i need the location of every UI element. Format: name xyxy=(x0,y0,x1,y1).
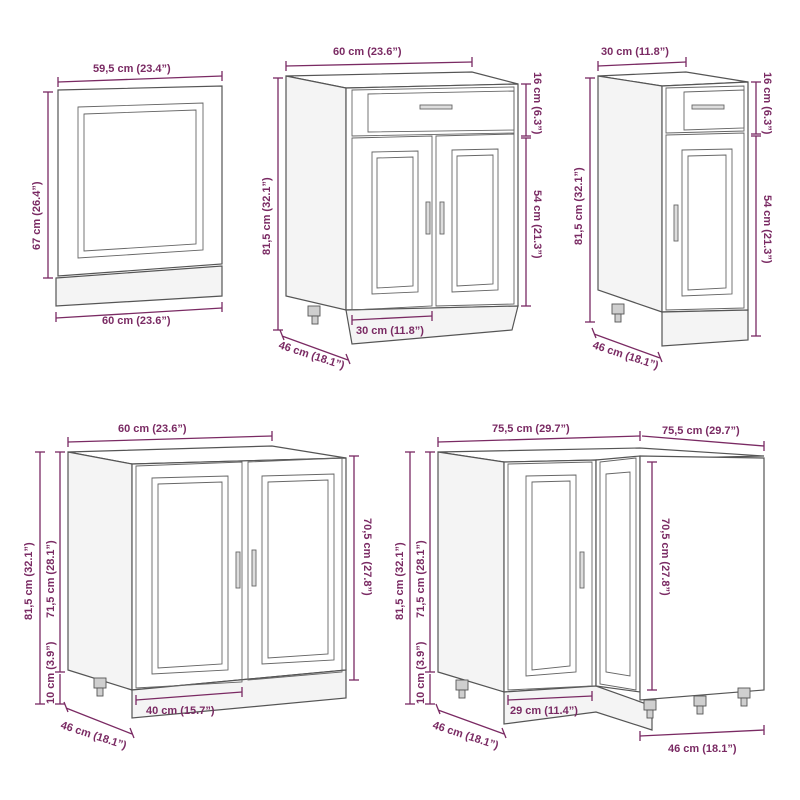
corner-body-label: 71,5 cm (28.1”) xyxy=(415,540,427,618)
narrow-door-height-label: 54 cm (21.3”) xyxy=(761,195,773,264)
oven-width-bottom-label: 60 cm (23.6”) xyxy=(102,315,171,327)
sink-door-width-label: 40 cm (15.7”) xyxy=(146,705,215,717)
drawer-base-width-label: 60 cm (23.6”) xyxy=(333,46,402,58)
narrow-base-cabinet xyxy=(597,71,749,347)
narrow-height-label: 81,5 cm (32.1”) xyxy=(573,167,585,245)
drawer-base-height-label: 81,5 cm (32.1”) xyxy=(261,177,273,255)
sink-plinth-label: 10 cm (3.9”) xyxy=(45,641,57,704)
drawer-base-drawer-label: 16 cm (6.3”) xyxy=(531,72,543,135)
oven-height-label: 67 cm (26.4”) xyxy=(31,181,43,250)
oven-dimensions: 59,5 cm (23.4”) 67 cm (26.4”) 60 cm (23.… xyxy=(31,63,223,327)
narrow-drawer-label: 16 cm (6.3”) xyxy=(761,72,773,135)
sink-depth-label: 46 cm (18.1”) xyxy=(59,719,128,752)
corner-depth-left-label: 46 cm (18.1”) xyxy=(431,719,500,752)
corner-width-right-label: 75,5 cm (29.7”) xyxy=(662,425,740,437)
corner-depth-right-label: 46 cm (18.1”) xyxy=(668,743,737,755)
sink-base-cabinet xyxy=(67,445,347,719)
corner-door-height-label: 70,5 cm (27.8”) xyxy=(659,518,671,596)
oven-front-panel xyxy=(55,85,223,307)
drawer-base-door-height-label: 54 cm (21.3”) xyxy=(531,190,543,259)
sink-height-label: 81,5 cm (32.1”) xyxy=(23,542,35,620)
corner-plinth-label: 10 cm (3.9”) xyxy=(415,641,427,704)
sink-body-label: 71,5 cm (28.1”) xyxy=(45,540,57,618)
corner-base-dimensions: 75,5 cm (29.7”) 75,5 cm (29.7”) 81,5 cm … xyxy=(394,423,765,755)
narrow-depth-label: 46 cm (18.1”) xyxy=(591,339,660,372)
corner-door-width-label: 29 cm (11.4”) xyxy=(510,705,578,717)
narrow-width-label: 30 cm (11.8”) xyxy=(601,46,669,58)
oven-width-top-label: 59,5 cm (23.4”) xyxy=(93,63,171,75)
corner-width-left-label: 75,5 cm (29.7”) xyxy=(492,423,570,435)
corner-height-label: 81,5 cm (32.1”) xyxy=(394,542,406,620)
sink-width-label: 60 cm (23.6”) xyxy=(118,423,187,435)
corner-base-cabinet xyxy=(437,447,765,731)
drawer-base-door-width-label: 30 cm (11.8”) xyxy=(356,325,424,337)
sink-door-height-label: 70,5 cm (27.8”) xyxy=(361,518,373,596)
drawer-base-cabinet xyxy=(285,71,519,345)
